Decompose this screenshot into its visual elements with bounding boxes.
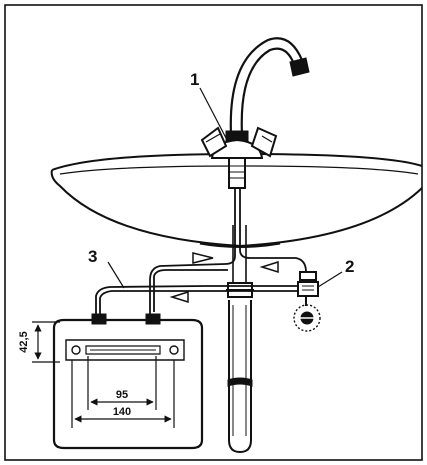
drain-pipe <box>226 225 254 454</box>
dimension-hole-spacing-outer <box>71 360 175 428</box>
mixer-tap <box>200 37 310 189</box>
callout-leaders <box>107 87 343 289</box>
dimension-bracket-height-label: 42,5 <box>18 331 30 352</box>
dimension-hole-spacing-outer-label: 140 <box>113 406 131 418</box>
flow-arrows <box>169 252 279 304</box>
callout-2-label: 2 <box>345 257 354 276</box>
dimension-bracket-height <box>32 321 60 363</box>
callout-3-label: 3 <box>88 247 97 266</box>
dimension-hole-spacing-inner <box>87 356 157 410</box>
supply-lines <box>95 188 307 318</box>
callout-1-label: 1 <box>190 70 199 89</box>
dimension-hole-spacing-inner-label: 95 <box>116 389 128 401</box>
figure-frame <box>4 4 423 461</box>
angle-valve <box>293 271 321 332</box>
water-heater <box>52 313 204 450</box>
